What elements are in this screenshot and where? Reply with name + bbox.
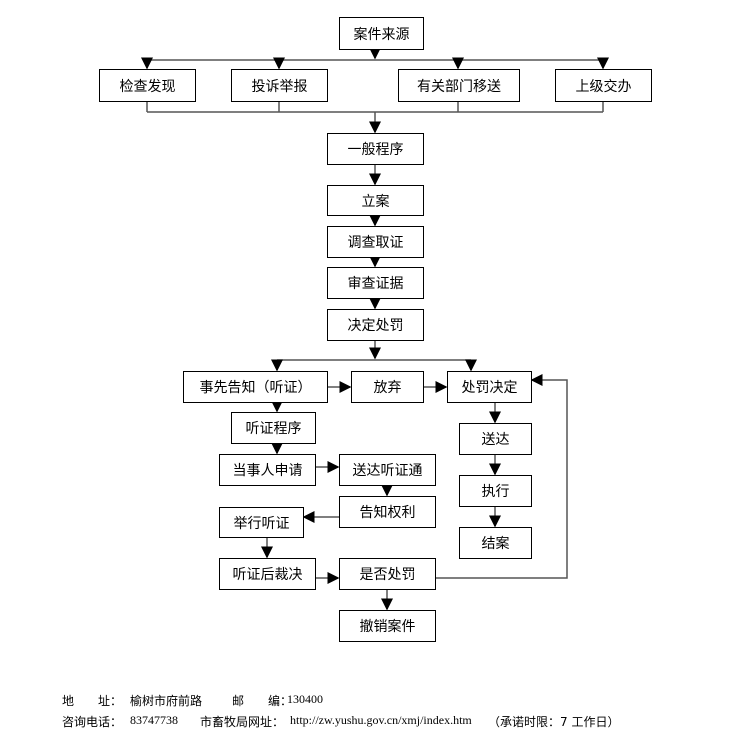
address: 榆树市府前路: [130, 694, 203, 708]
node-general: 一般程序: [327, 133, 424, 165]
node-revoke: 撤销案件: [339, 610, 436, 642]
node-penalty-decision: 处罚决定: [447, 371, 532, 403]
node-whether-penalty: 是否处罚: [339, 558, 436, 590]
node-transfer: 有关部门移送: [398, 69, 520, 102]
node-case-source: 案件来源: [339, 17, 424, 50]
phone-label: 咨询电话：: [62, 715, 123, 729]
node-hearing-procedure: 听证程序: [231, 412, 316, 444]
time-limit: （承诺时限：7 工作日）: [488, 715, 620, 729]
node-inspection: 检查发现: [99, 69, 196, 102]
zip: 130400: [287, 692, 323, 706]
zip-label: 邮 编：: [232, 694, 293, 708]
node-close: 结案: [459, 527, 532, 559]
node-decide: 决定处罚: [327, 309, 424, 341]
node-deliver: 送达: [459, 423, 532, 455]
node-waive: 放弃: [351, 371, 424, 403]
node-send-notice: 送达听证通: [339, 454, 436, 486]
node-file: 立案: [327, 185, 424, 216]
site-url[interactable]: http://zw.yushu.gov.cn/xmj/index.htm: [290, 713, 472, 727]
address-label: 地 址：: [62, 694, 123, 708]
node-review: 审查证据: [327, 267, 424, 299]
node-hold-hearing: 举行听证: [219, 507, 304, 538]
node-apply: 当事人申请: [219, 454, 316, 486]
node-execute: 执行: [459, 475, 532, 507]
node-notice: 事先告知（听证）: [183, 371, 328, 403]
site-label: 市畜牧局网址：: [200, 715, 285, 729]
node-inform-rights: 告知权利: [339, 496, 436, 528]
phone: 83747738: [130, 713, 178, 727]
node-superior: 上级交办: [555, 69, 652, 102]
node-complaint: 投诉举报: [231, 69, 328, 102]
node-investigate: 调查取证: [327, 226, 424, 258]
node-ruling: 听证后裁决: [219, 558, 316, 590]
